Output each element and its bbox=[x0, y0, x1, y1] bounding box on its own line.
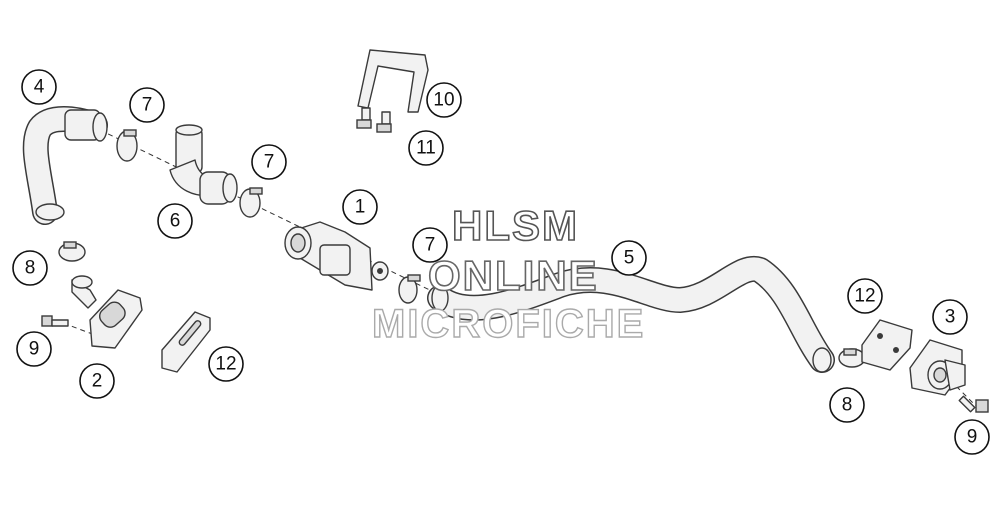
hose-clamp-part-7-right bbox=[398, 274, 421, 304]
svg-text:7: 7 bbox=[264, 152, 275, 173]
callout-1: 1 bbox=[342, 189, 378, 225]
svg-text:8: 8 bbox=[25, 258, 36, 279]
svg-text:6: 6 bbox=[170, 211, 181, 232]
hose-long-part-5 bbox=[427, 255, 835, 373]
hose-clamp-part-7-middle bbox=[239, 187, 263, 218]
cover-flange-part-3 bbox=[909, 339, 966, 396]
callout-7: 7 bbox=[412, 227, 448, 263]
bolt-part-9-right bbox=[958, 395, 989, 413]
watermark-line-1: HLSM bbox=[451, 201, 579, 250]
callout-2: 2 bbox=[79, 363, 115, 399]
callout-11: 11 bbox=[408, 130, 444, 166]
callout-9: 9 bbox=[16, 331, 52, 367]
bolts-part-11 bbox=[356, 107, 392, 133]
svg-text:3: 3 bbox=[945, 307, 956, 328]
svg-text:9: 9 bbox=[967, 427, 978, 448]
hose-clamp-part-7-left bbox=[116, 129, 138, 162]
cover-flange-part-2 bbox=[71, 275, 143, 349]
bolt-icon bbox=[376, 111, 392, 133]
gasket-part-12-right bbox=[861, 319, 913, 371]
bolt-icon bbox=[356, 107, 372, 129]
clamp-part-8-left bbox=[58, 241, 86, 262]
valve-part-1 bbox=[284, 221, 389, 291]
svg-text:8: 8 bbox=[842, 395, 853, 416]
callout-5: 5 bbox=[611, 240, 647, 276]
callout-7: 7 bbox=[251, 144, 287, 180]
watermark-line-2: ONLINE bbox=[427, 251, 599, 300]
callout-8: 8 bbox=[12, 250, 48, 286]
bracket-part-10 bbox=[357, 49, 429, 113]
callout-8: 8 bbox=[829, 387, 865, 423]
hose-tee-part-6 bbox=[169, 124, 238, 205]
svg-text:4: 4 bbox=[34, 77, 45, 98]
callout-3: 3 bbox=[932, 299, 968, 335]
callout-7: 7 bbox=[129, 87, 165, 123]
bolt-part-9-left bbox=[41, 315, 69, 327]
callout-12: 12 bbox=[847, 278, 883, 314]
svg-text:1: 1 bbox=[355, 197, 366, 218]
svg-text:7: 7 bbox=[425, 235, 436, 256]
callouts: 1 2 3 4 5 6 7 7 bbox=[12, 69, 990, 455]
callout-4: 4 bbox=[21, 69, 57, 105]
callout-10: 10 bbox=[426, 82, 462, 118]
clamp-part-8-right bbox=[838, 348, 866, 368]
hose-elbow-part-4 bbox=[22, 106, 108, 225]
svg-text:5: 5 bbox=[624, 248, 635, 269]
svg-text:7: 7 bbox=[142, 95, 153, 116]
watermark-line-3: MICROFICHE bbox=[371, 301, 646, 346]
svg-text:10: 10 bbox=[433, 90, 454, 111]
svg-text:12: 12 bbox=[854, 286, 875, 307]
svg-text:12: 12 bbox=[215, 354, 236, 375]
callout-12: 12 bbox=[208, 346, 244, 382]
svg-text:9: 9 bbox=[29, 339, 40, 360]
svg-text:2: 2 bbox=[92, 371, 103, 392]
callout-9: 9 bbox=[954, 419, 990, 455]
svg-text:11: 11 bbox=[416, 138, 436, 159]
gasket-part-12-left bbox=[161, 311, 211, 373]
callout-6: 6 bbox=[157, 203, 193, 239]
